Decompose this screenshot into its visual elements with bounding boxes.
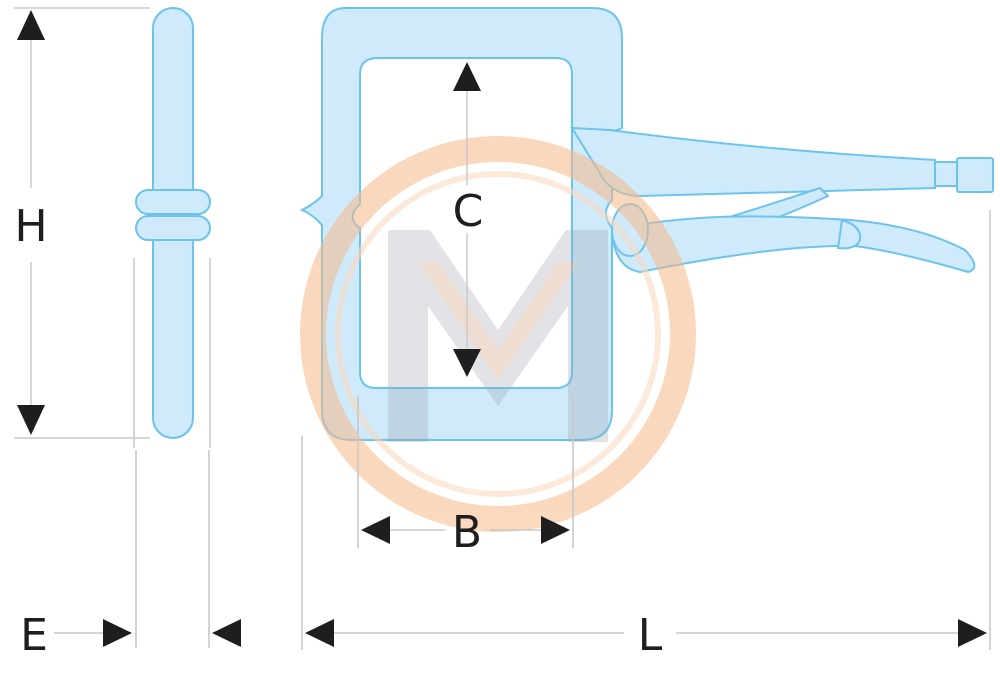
lower-handle: [610, 215, 976, 274]
watermark-logo: M: [300, 136, 696, 532]
dimension-c: C: [453, 62, 484, 377]
adjust-knob: [956, 157, 994, 193]
e-label: E: [20, 610, 48, 661]
dimension-b: B: [357, 395, 574, 558]
e-arrow-right: [103, 619, 132, 647]
adjust-screw: [934, 161, 958, 187]
c-arrow-down: [453, 349, 481, 377]
b-arrow-right: [541, 516, 570, 544]
dimension-e: E: [20, 258, 241, 661]
l-arrow-left: [305, 619, 334, 647]
h-arrow-up: [17, 10, 45, 40]
watermark-ring: [300, 136, 696, 532]
h-arrow-down: [17, 405, 45, 435]
c-label: C: [453, 186, 484, 237]
b-label: B: [452, 507, 482, 558]
side-view-collar-bottom: [135, 215, 211, 241]
b-arrow-left: [361, 516, 390, 544]
dimension-l: L: [301, 210, 991, 661]
side-view-collar-top: [135, 189, 211, 215]
l-label: L: [638, 610, 663, 661]
watermark-m-highlight: [418, 262, 578, 380]
e-arrow-left: [212, 619, 241, 647]
h-label: H: [14, 201, 47, 252]
side-view: [135, 7, 211, 439]
c-arrow-up: [453, 62, 481, 91]
dimension-h: H: [14, 7, 150, 439]
lower-grip-end: [836, 218, 862, 250]
watermark-inner-ring: [335, 171, 661, 497]
l-arrow-right: [958, 619, 987, 647]
watermark-m-shape: [388, 230, 608, 442]
